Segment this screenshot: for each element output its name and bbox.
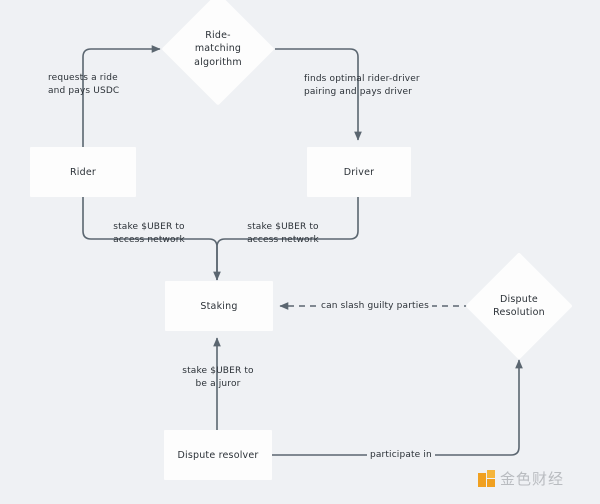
jinse-logo-icon <box>478 470 495 487</box>
edge-label-finds-optimal-pairing: finds optimal rider-driver pairing and p… <box>304 74 420 97</box>
edge-label-can-slash-guilty-parties: can slash guilty parties <box>318 300 432 312</box>
node-rider-label: Rider <box>69 166 97 178</box>
edge-label-rider-stake-uber: stake $UBER to access network <box>113 222 185 245</box>
node-rider[interactable]: Rider <box>30 147 136 197</box>
edge-resolver-to-dispute <box>272 359 523 456</box>
node-dispute-resolver[interactable]: Dispute resolver <box>164 430 272 480</box>
watermark: 金色财经 <box>478 468 564 489</box>
node-ride-matching-algorithm-label: Ride- matching algorithm <box>194 29 242 68</box>
edge-label-stake-to-be-juror: stake $UBER to be a juror <box>182 366 254 389</box>
edge-driver-to-staking <box>216 197 359 280</box>
edge-rider-to-algorithm <box>82 45 161 147</box>
edge-algorithm-to-driver <box>275 48 362 141</box>
edge-label-driver-stake-uber: stake $UBER to access network <box>247 222 319 245</box>
edge-rider-to-staking <box>82 197 221 281</box>
node-dispute-resolution[interactable]: Dispute Resolution <box>464 252 574 360</box>
edge-label-participate-in: participate in <box>367 449 435 461</box>
watermark-text: 金色财经 <box>500 470 565 488</box>
node-dispute-resolution-label: Dispute Resolution <box>493 293 545 319</box>
node-staking[interactable]: Staking <box>165 281 273 331</box>
edge-label-requests-a-ride: requests a ride and pays USDC <box>48 73 120 96</box>
node-driver[interactable]: Driver <box>307 147 411 197</box>
node-driver-label: Driver <box>343 166 375 178</box>
node-ride-matching-algorithm[interactable]: Ride- matching algorithm <box>161 0 275 106</box>
node-staking-label: Staking <box>200 300 238 312</box>
node-dispute-resolver-label: Dispute resolver <box>177 449 259 461</box>
